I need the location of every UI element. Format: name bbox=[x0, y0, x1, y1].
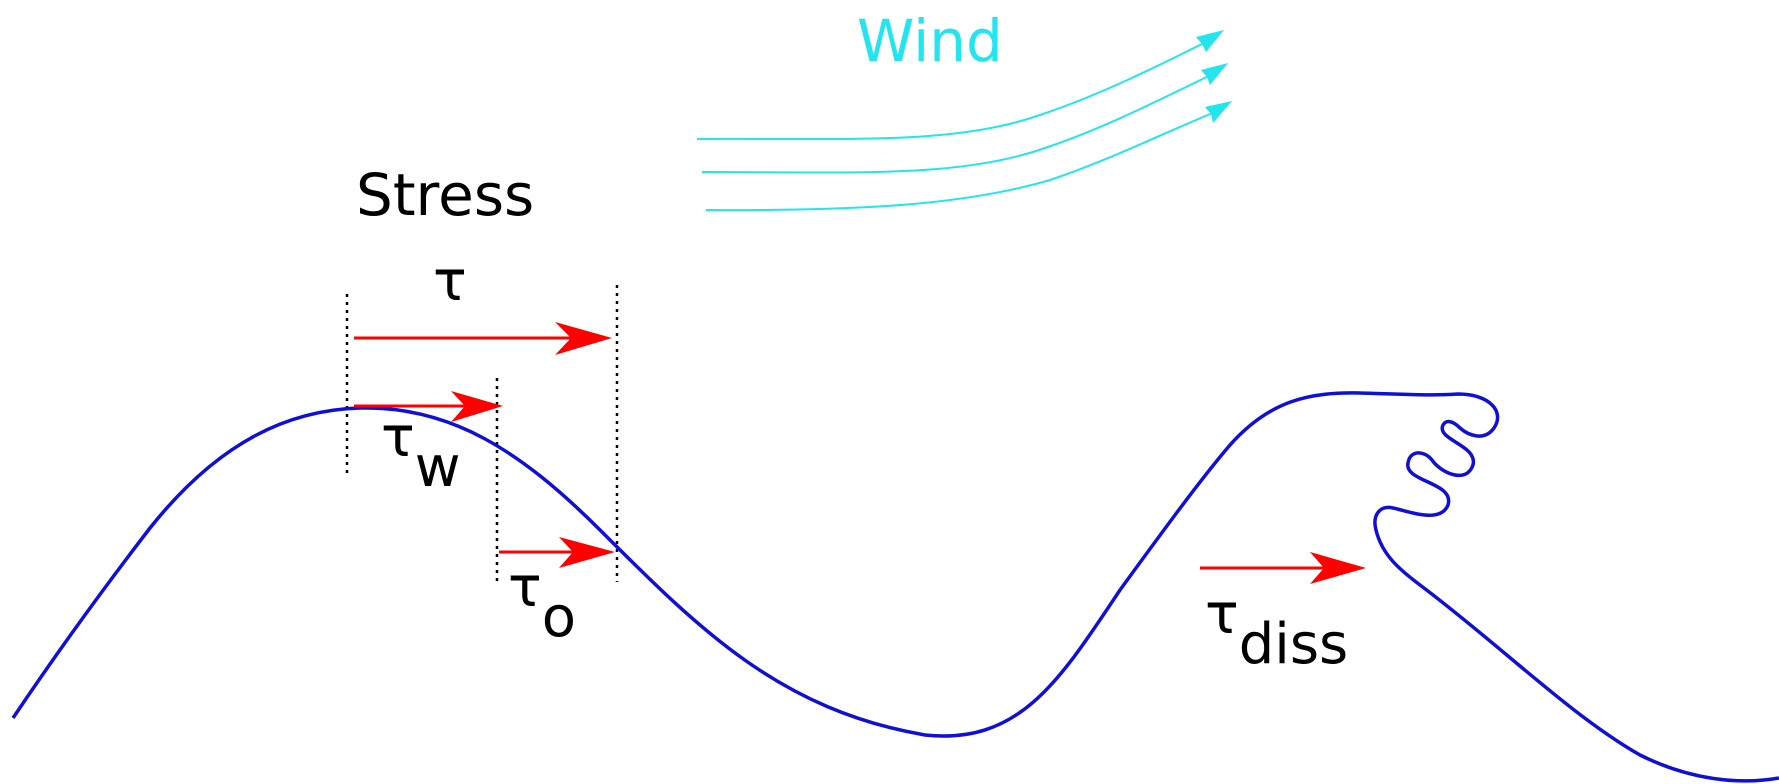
stress-label: Stress bbox=[356, 161, 534, 229]
wind-streamline-2 bbox=[701, 72, 1216, 174]
tau-w-subscript: w bbox=[415, 435, 461, 500]
wind-arrowhead-2 bbox=[1201, 63, 1228, 85]
tau-diss-base: τ bbox=[1205, 582, 1239, 647]
wind-arrowhead-3 bbox=[1205, 101, 1232, 123]
tau-o-label: τo bbox=[508, 555, 576, 650]
wind-streamlines bbox=[696, 30, 1232, 212]
stress-arrows bbox=[354, 322, 1366, 584]
tau-o-base: τ bbox=[508, 555, 542, 620]
tau-w-base: τ bbox=[381, 405, 415, 470]
tau-arrowhead bbox=[555, 322, 612, 355]
tau-diss-arrowhead bbox=[1310, 552, 1366, 584]
wind-streamline-3 bbox=[705, 109, 1221, 212]
tau-o-subscript: o bbox=[542, 585, 576, 650]
tau-w-label: τw bbox=[381, 405, 461, 500]
tau-label: τ bbox=[433, 249, 467, 314]
tau-o-arrowhead bbox=[559, 537, 615, 568]
tau-diss-label: τdiss bbox=[1205, 582, 1348, 677]
wind-label: Wind bbox=[857, 7, 1003, 75]
wind-arrowhead-1 bbox=[1196, 30, 1224, 52]
tau-w-arrowhead bbox=[451, 391, 503, 422]
wave-surface bbox=[11, 391, 1779, 783]
guide-lines bbox=[345, 285, 619, 582]
wind-streamline-1 bbox=[696, 39, 1211, 141]
tau-diss-subscript: diss bbox=[1239, 612, 1348, 677]
